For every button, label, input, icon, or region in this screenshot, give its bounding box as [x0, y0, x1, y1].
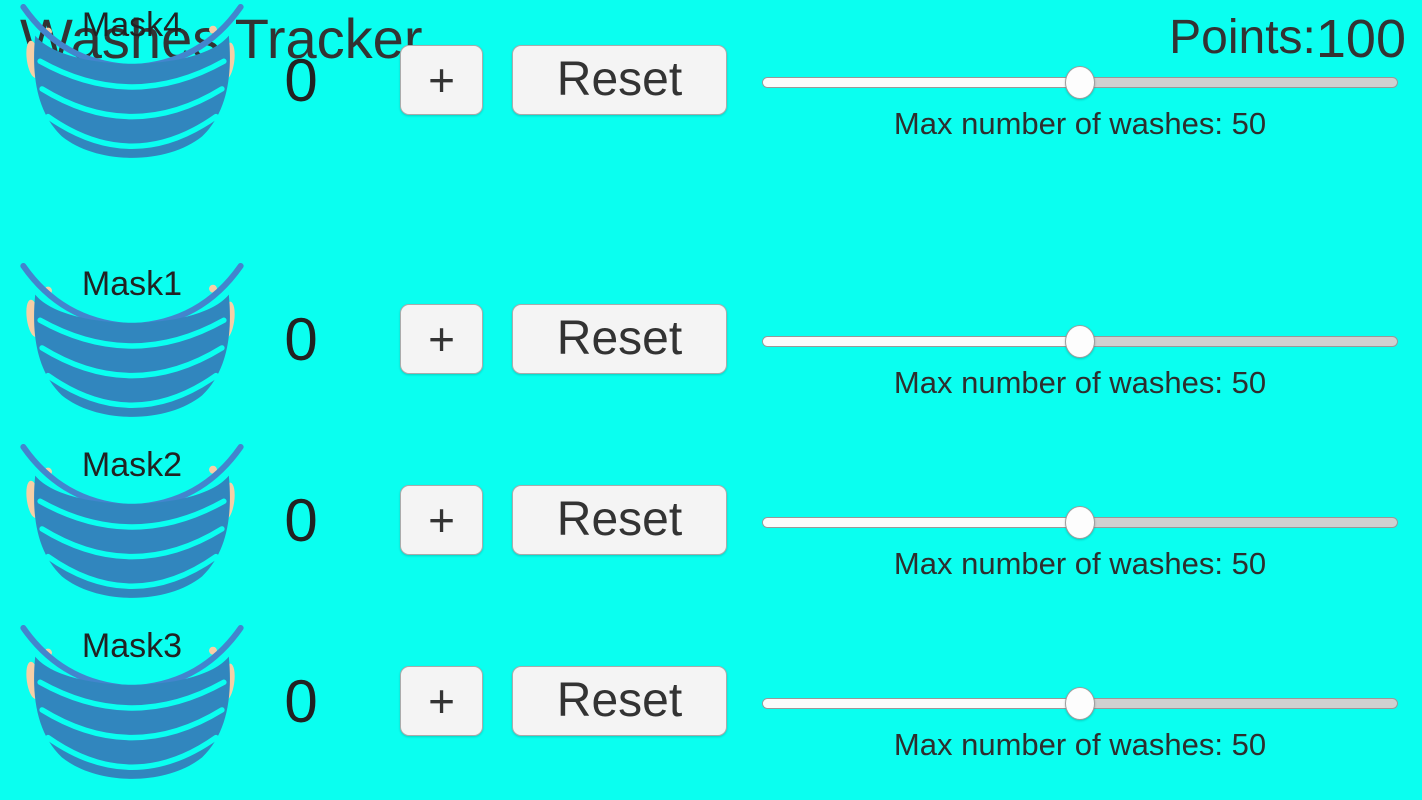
max-washes-slider[interactable] [762, 66, 1398, 100]
mask-row: Mask1 0 + Reset Max number of washes: 50 [0, 259, 1422, 440]
mask-label: Mask3 [81, 627, 183, 665]
max-washes-slider[interactable] [762, 687, 1398, 721]
slider-fill [763, 699, 1080, 708]
increment-wash-button[interactable]: + [400, 304, 483, 374]
slider-fill [763, 78, 1080, 87]
points-label: Points: [1169, 11, 1316, 64]
max-washes-label: Max number of washes: 50 [893, 365, 1267, 400]
mask-label: Mask1 [81, 265, 183, 303]
max-washes-label: Max number of washes: 50 [893, 106, 1267, 141]
mask-label: Mask2 [81, 446, 183, 484]
max-washes-slider[interactable] [762, 325, 1398, 359]
reset-wash-button[interactable]: Reset [512, 666, 727, 736]
wash-count: 0 [284, 668, 318, 735]
increment-wash-button[interactable]: + [400, 666, 483, 736]
slider-thumb[interactable] [1065, 66, 1095, 99]
slider-thumb[interactable] [1065, 325, 1095, 358]
wash-count: 0 [284, 306, 318, 373]
mask-row: Mask4 0 + Reset Max number of washes: 50 [0, 0, 1422, 181]
wash-count: 0 [284, 487, 318, 554]
reset-wash-button[interactable]: Reset [512, 485, 727, 555]
mask-row: Mask3 0 + Reset Max number of washes: 50 [0, 621, 1422, 800]
slider-thumb[interactable] [1065, 687, 1095, 720]
slider-fill [763, 518, 1080, 527]
reset-wash-button[interactable]: Reset [512, 304, 727, 374]
max-washes-label: Max number of washes: 50 [893, 727, 1267, 762]
mask-label: Mask4 [81, 6, 183, 44]
wash-count: 0 [284, 47, 318, 114]
max-washes-label: Max number of washes: 50 [893, 546, 1267, 581]
increment-wash-button[interactable]: + [400, 485, 483, 555]
points-display: Points:100 [1169, 0, 1406, 73]
slider-thumb[interactable] [1065, 506, 1095, 539]
increment-wash-button[interactable]: + [400, 45, 483, 115]
mask-row: Mask2 0 + Reset Max number of washes: 50 [0, 440, 1422, 621]
slider-fill [763, 337, 1080, 346]
points-value: 100 [1315, 9, 1406, 69]
reset-wash-button[interactable]: Reset [512, 45, 727, 115]
max-washes-slider[interactable] [762, 506, 1398, 540]
